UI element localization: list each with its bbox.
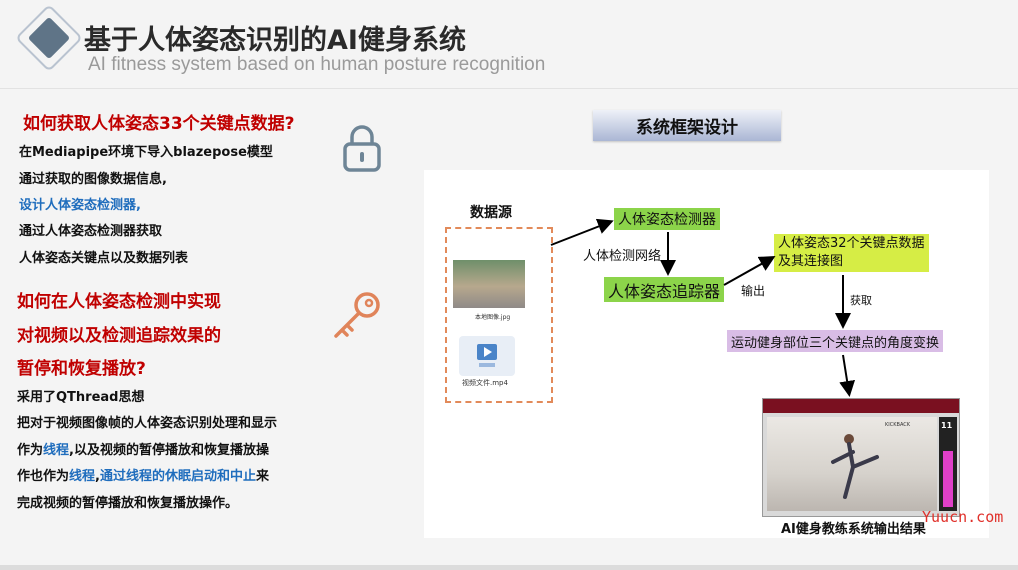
arrow-angle-to-output bbox=[843, 355, 849, 393]
arrow-source-to-detector bbox=[551, 222, 610, 245]
arrow-tracker-to-keypoints bbox=[724, 258, 772, 285]
